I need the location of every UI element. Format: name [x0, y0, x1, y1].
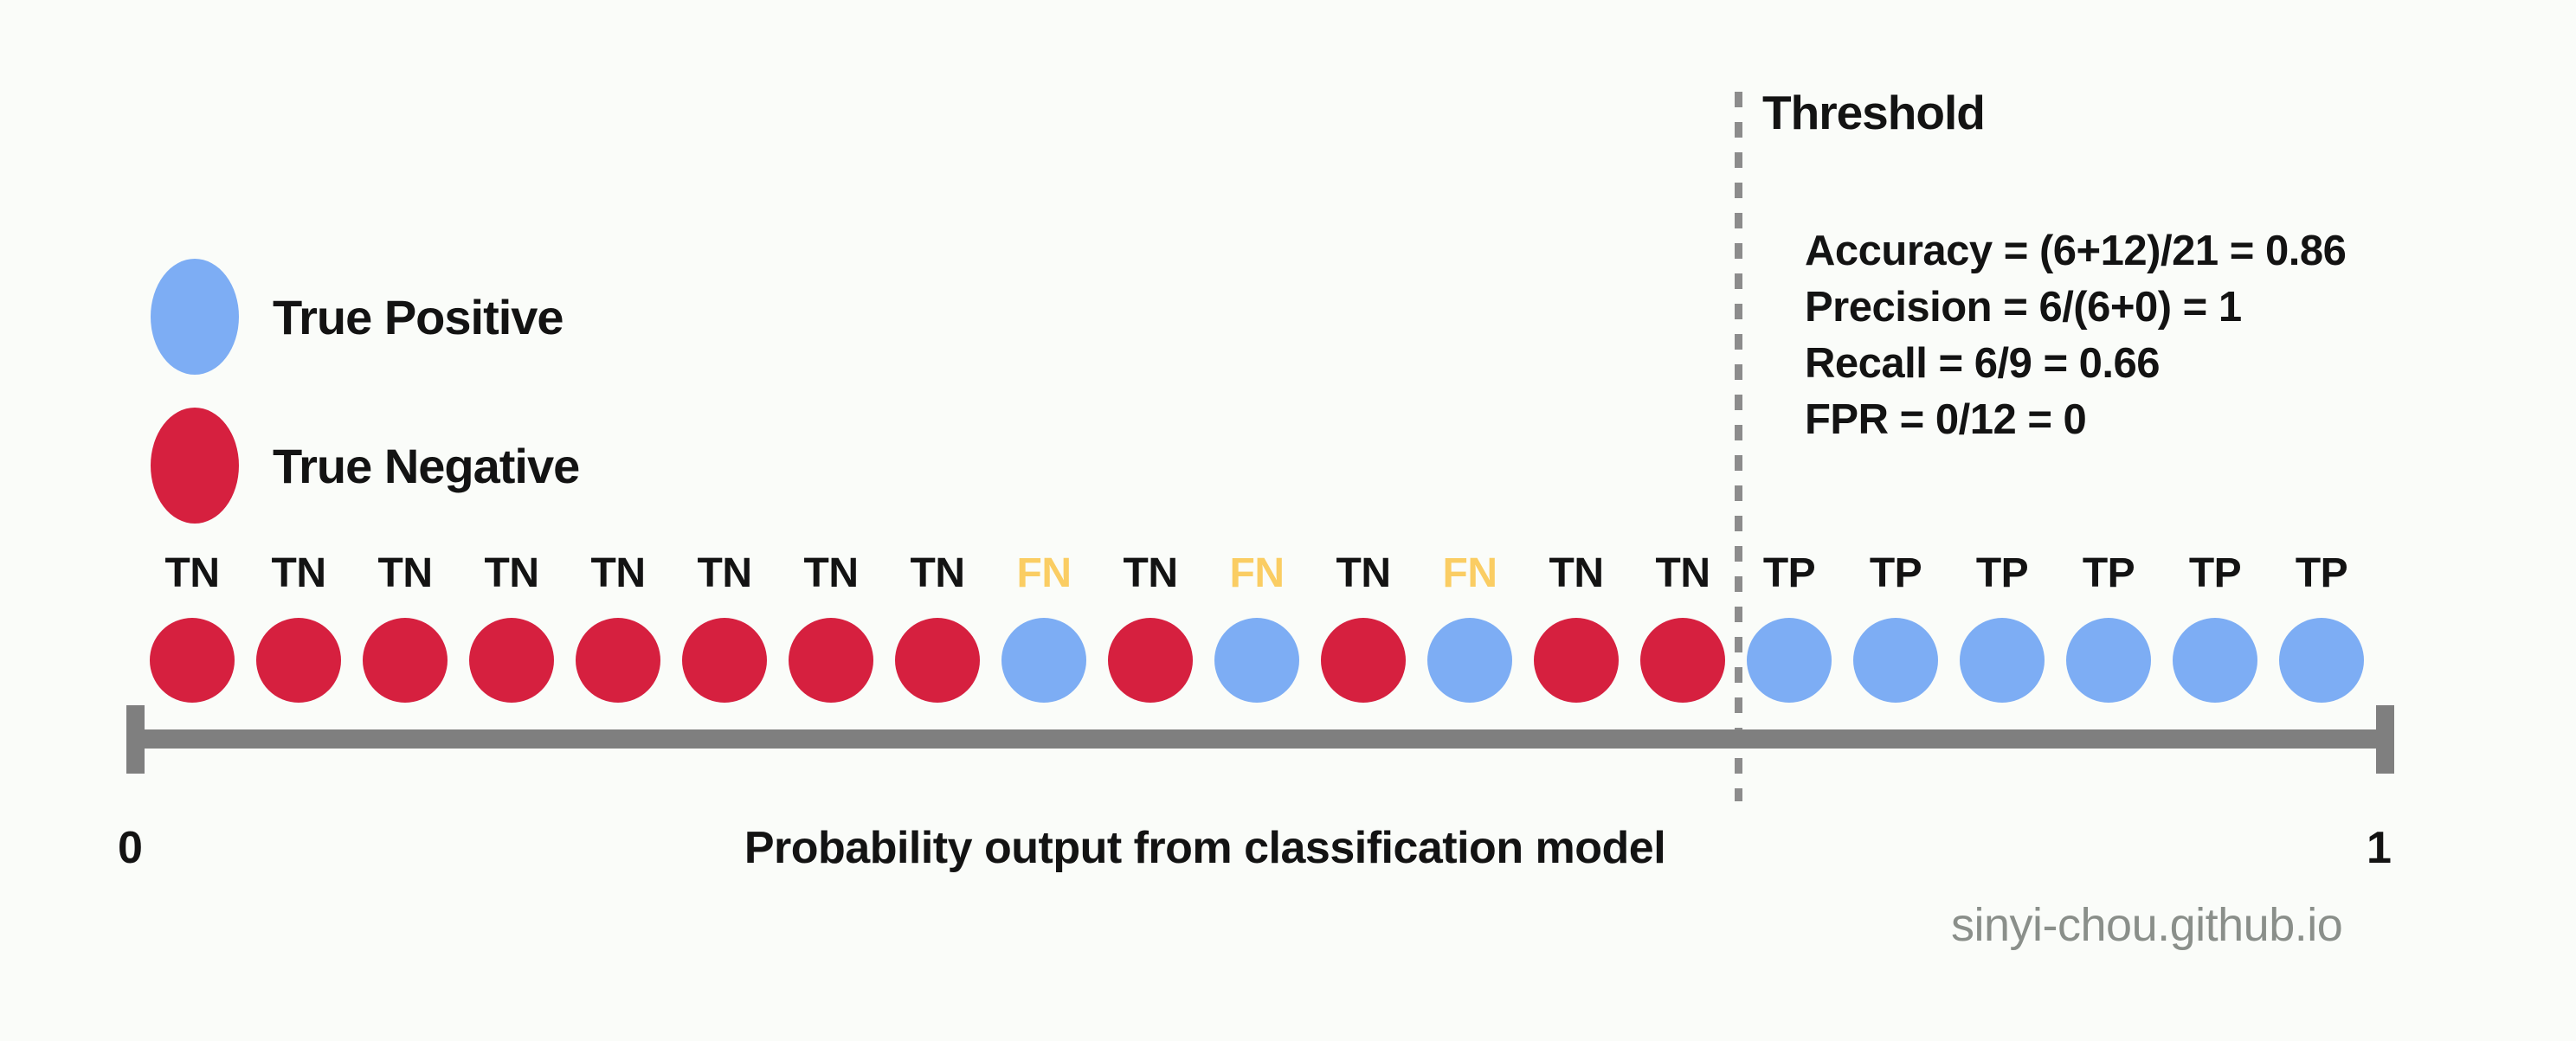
point-circle	[1108, 618, 1193, 703]
point-circle	[2066, 618, 2151, 703]
threshold-label: Threshold	[1762, 86, 1986, 139]
point-label: TN	[590, 550, 646, 596]
data-point-18-tp: TP	[1949, 552, 2056, 703]
axis-right-endcap	[2376, 705, 2394, 774]
metric-recall: Recall = 6/9 = 0.66	[1805, 340, 2161, 387]
point-circle	[363, 618, 448, 703]
legend-item-true-positive: True Positive	[151, 259, 579, 375]
point-label: TN	[1336, 550, 1391, 596]
point-label: TN	[271, 550, 326, 596]
axis-max-label: 1	[2367, 823, 2392, 873]
point-circle	[1534, 618, 1619, 703]
legend-item-true-negative: True Negative	[151, 408, 580, 524]
data-point-9-fn: FN	[991, 552, 1098, 703]
point-label: TP	[2295, 550, 2348, 596]
data-point-15-tn: TN	[1630, 552, 1736, 703]
point-label: TN	[1549, 550, 1604, 596]
data-point-3-tn: TN	[352, 552, 459, 703]
metric-accuracy: Accuracy = (6+12)/21 = 0.86	[1805, 228, 2347, 274]
data-point-12-tn: TN	[1311, 552, 1417, 703]
metric-precision: Precision = 6/(6+0) = 1	[1805, 284, 2242, 331]
legend: True Positive True Negative	[151, 259, 580, 524]
watermark-url: sinyi-chou.github.io	[1951, 899, 2343, 951]
data-point-13-fn: FN	[1417, 552, 1523, 703]
legend-label: True Positive	[273, 289, 564, 344]
probability-axis-line	[126, 729, 2394, 749]
data-point-16-tp: TP	[1736, 552, 1843, 703]
data-point-6-tn: TN	[672, 552, 778, 703]
data-point-5-tn: TN	[565, 552, 672, 703]
data-point-4-tn: TN	[459, 552, 565, 703]
threshold-dashed-line	[1735, 92, 1742, 801]
point-circle	[1321, 618, 1406, 703]
point-circle	[1640, 618, 1725, 703]
point-label: TN	[803, 550, 859, 596]
data-point-20-tp: TP	[2162, 552, 2269, 703]
point-label: TN	[164, 550, 220, 596]
point-label: TP	[1762, 550, 1816, 596]
point-label: TN	[1655, 550, 1710, 596]
point-circle	[150, 618, 235, 703]
data-point-11-fn: FN	[1204, 552, 1311, 703]
legend-label: True Negative	[273, 438, 580, 493]
data-point-19-tp: TP	[2056, 552, 2162, 703]
data-point-21-tp: TP	[2269, 552, 2375, 703]
data-point-14-tn: TN	[1523, 552, 1630, 703]
point-label: FN	[1442, 550, 1497, 596]
point-label: TN	[377, 550, 433, 596]
point-label: TP	[2082, 550, 2135, 596]
point-circle	[256, 618, 341, 703]
point-circle	[1001, 618, 1086, 703]
point-circle	[1853, 618, 1938, 703]
point-label: TP	[1869, 550, 1922, 596]
data-point-7-tn: TN	[778, 552, 885, 703]
point-circle	[469, 618, 554, 703]
point-label: TN	[910, 550, 965, 596]
point-label: TN	[1123, 550, 1178, 596]
point-circle	[2279, 618, 2364, 703]
point-label: TP	[1975, 550, 2029, 596]
point-circle	[1747, 618, 1832, 703]
true-negative-circle-icon	[151, 408, 239, 524]
point-label: FN	[1229, 550, 1285, 596]
data-point-8-tn: TN	[885, 552, 991, 703]
data-point-10-tn: TN	[1098, 552, 1204, 703]
data-point-17-tp: TP	[1843, 552, 1949, 703]
point-circle	[895, 618, 980, 703]
axis-title: Probability output from classification m…	[744, 823, 1666, 873]
data-point-1-tn: TN	[139, 552, 246, 703]
data-point-2-tn: TN	[246, 552, 352, 703]
true-positive-circle-icon	[151, 259, 239, 375]
point-label: FN	[1016, 550, 1072, 596]
metric-fpr: FPR = 0/12 = 0	[1805, 396, 2087, 443]
point-circle	[789, 618, 873, 703]
point-label: TP	[2188, 550, 2242, 596]
point-circle	[576, 618, 660, 703]
metrics-block: Accuracy = (6+12)/21 = 0.86 Precision = …	[1805, 223, 2347, 448]
axis-min-label: 0	[118, 823, 143, 873]
axis-left-endcap	[126, 705, 145, 774]
point-label: TN	[697, 550, 752, 596]
point-circle	[1214, 618, 1299, 703]
point-label: TN	[484, 550, 539, 596]
point-circle	[1960, 618, 2045, 703]
point-circle	[682, 618, 767, 703]
point-circle	[2173, 618, 2257, 703]
point-circle	[1427, 618, 1512, 703]
